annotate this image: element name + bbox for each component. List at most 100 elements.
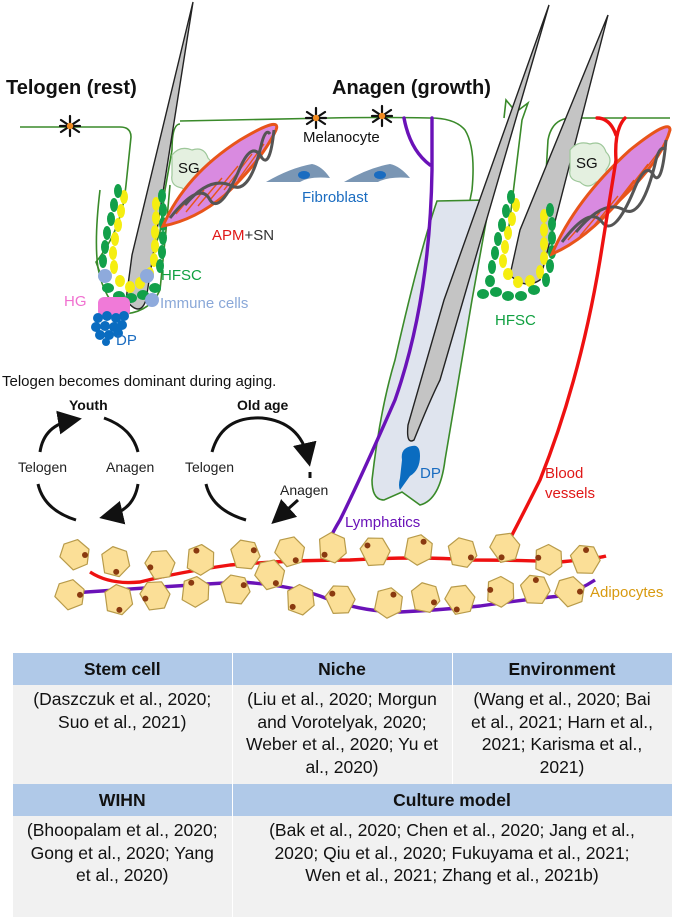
reference-line: Weber et al., 2020; Yu et [246, 734, 438, 754]
adipocyte-cell [368, 582, 409, 623]
adipocyte-cell [141, 545, 179, 583]
cell-stem-cell-refs: (Daszczuk et al., 2020;Suo et al., 2021) [13, 685, 233, 784]
adipocyte-cell [220, 574, 251, 605]
adipocyte-cell [54, 533, 96, 575]
header-wihn: WIHN [13, 784, 233, 816]
adipocyte-nucleus [272, 580, 279, 587]
adipocyte-nucleus [321, 551, 328, 558]
youth-telogen-label: Telogen [18, 459, 67, 475]
blood-vessels-label: Blood vessels [545, 465, 595, 502]
old-age-cycle: Old age Telogen Anagen [185, 397, 328, 525]
reference-line: (Bhoopalam et al., 2020; [26, 820, 218, 840]
reference-line: 2020; Qiu et al., 2020; Fukuyama et al.,… [274, 842, 630, 863]
reference-table: Stem cell Niche Environment (Daszczuk et… [13, 653, 673, 917]
youth-cycle: Youth Telogen Anagen [18, 397, 154, 525]
adipocyte-cell [441, 580, 480, 619]
adipocyte-nucleus [289, 603, 296, 610]
immune-cell [140, 269, 154, 283]
header-stem-cell: Stem cell [13, 653, 233, 685]
adipocyte-nucleus [329, 590, 336, 597]
old-age-cycle-title: Old age [237, 397, 289, 413]
anagen-title: Anagen (growth) [332, 77, 491, 99]
dp-label-left: DP [116, 332, 137, 349]
telogen-title: Telogen (rest) [6, 77, 137, 99]
melanocyte-icon [370, 104, 394, 128]
adipocyte-cell [357, 533, 393, 570]
sg-label-right: SG [576, 155, 598, 172]
hfsc-label-right: HFSC [495, 312, 536, 329]
blood-vessel [503, 116, 627, 550]
melanocyte-icon [304, 106, 328, 130]
adipocyte-cell [549, 571, 591, 612]
youth-cycle-title: Youth [69, 397, 108, 413]
anagen-dermal-papilla [399, 445, 420, 490]
adipocyte-cell [49, 574, 91, 615]
old-age-telogen-label: Telogen [185, 459, 234, 475]
adipocyte-nucleus [487, 586, 494, 593]
fibroblast-label: Fibroblast [302, 189, 369, 206]
table-row: (Bhoopalam et al., 2020;Gong et al., 202… [13, 816, 673, 917]
adipocyte-nucleus [583, 547, 590, 554]
adipocyte-nucleus [250, 547, 257, 554]
hfsc-label-left: HFSC [161, 267, 202, 284]
anagen-hair-shaft [406, 4, 550, 442]
anagen-hfsc-cells [477, 190, 556, 301]
anagen-inner-layer [499, 198, 548, 288]
adipocyte-nucleus [147, 564, 154, 571]
reference-line: Suo et al., 2021) [58, 711, 187, 732]
youth-anagen-label: Anagen [106, 459, 154, 475]
reference-line: 2021; Karisma et al., [481, 734, 643, 754]
header-culture-model: Culture model [232, 784, 673, 816]
immune-cell [145, 293, 159, 307]
apm-label: APM+SN [212, 227, 274, 244]
adipocyte-nucleus [82, 552, 88, 558]
adipocyte-nucleus [535, 554, 542, 561]
lymphatic-vessel [323, 116, 434, 557]
table-header-row: WIHN Culture model [13, 784, 673, 816]
reference-line: et al., 2021; Harn et al., [471, 711, 653, 732]
dp-label-right: DP [420, 465, 441, 482]
adipocyte-nucleus [498, 554, 505, 561]
adipocyte-nucleus [532, 577, 539, 584]
adipocytes-label: Adipocytes [590, 584, 663, 601]
header-niche: Niche [232, 653, 453, 685]
adipocyte-nucleus [467, 554, 474, 561]
reference-line: et al., 2020) [76, 865, 169, 885]
adipocyte-nucleus [364, 542, 371, 549]
hg-label: HG [64, 293, 87, 310]
adipocyte-nucleus [142, 595, 149, 602]
adipocytes [49, 528, 602, 623]
telogen-dermal-papilla [91, 311, 129, 346]
fibroblast-icon [344, 164, 410, 182]
adipocyte-nucleus [292, 557, 299, 564]
reference-line: Wen et al., 2021; Zhang et al., 2021b) [305, 865, 599, 885]
adipocyte-cell [398, 529, 439, 570]
adipocyte-cell [323, 582, 358, 617]
reference-line: Gong et al., 2020; Yang [30, 842, 214, 863]
immune-cell [98, 269, 112, 283]
aging-note: Telogen becomes dominant during aging. [2, 373, 276, 390]
sg-label-left: SG [178, 160, 200, 177]
fibroblast-icon [266, 164, 330, 182]
adipocyte-nucleus [430, 599, 437, 606]
table-row: (Daszczuk et al., 2020;Suo et al., 2021)… [13, 685, 673, 784]
reference-line: (Daszczuk et al., 2020; [33, 689, 212, 709]
anagen-sebaceous-gland [569, 142, 611, 187]
reference-line: al., 2020) [305, 756, 379, 777]
adipocyte-nucleus [453, 606, 460, 613]
cell-wihn-refs: (Bhoopalam et al., 2020;Gong et al., 202… [13, 816, 233, 917]
reference-line: (Wang et al., 2020; Bai [473, 689, 651, 709]
melanocyte-icon [58, 114, 82, 138]
reference-line: (Bak et al., 2020; Chen et al., 2020; Ja… [269, 820, 635, 840]
melanocyte-label: Melanocyte [303, 129, 380, 146]
telogen-arrector-pili-muscle [160, 122, 279, 228]
adipocyte-nucleus [188, 579, 195, 586]
adipocyte-cell [446, 536, 479, 569]
lymphatics-label: Lymphatics [345, 514, 420, 531]
adipocyte-nucleus [576, 588, 583, 595]
immune-cells-label: Immune cells [160, 295, 248, 312]
adipocyte-cell [176, 572, 216, 612]
header-environment: Environment [452, 653, 673, 685]
reference-line: and Vorotelyak, 2020; [257, 711, 427, 732]
